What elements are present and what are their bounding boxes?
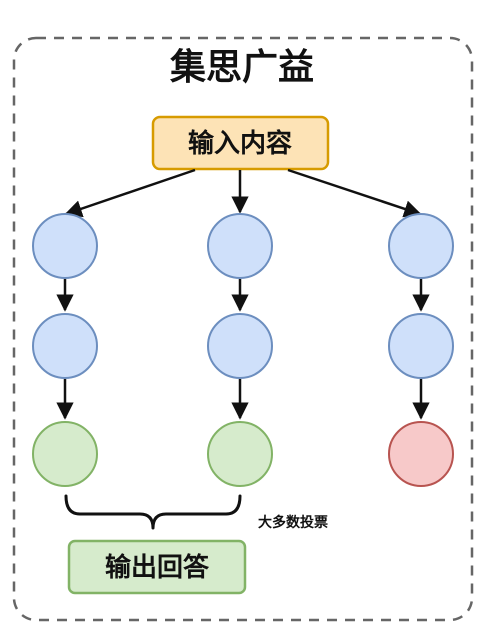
chain-1-node-1 [32,213,98,279]
arrow-input-to-chain-1 [64,168,196,218]
chain-3-node-1 [388,213,454,279]
chain-3-node-3 [388,421,454,487]
input-box [151,115,330,171]
arrow-input-to-chain-3 [287,168,422,218]
majority-vote-label: 大多数投票 [258,514,328,531]
output-box [67,539,247,595]
chain-2-node-1 [207,213,273,279]
diagram-title: 集思广益 [169,47,314,88]
outer-frame [12,36,474,622]
chain-1-node-3 [32,421,98,487]
chain-2-node-2 [207,313,273,379]
majority-brace [64,494,242,530]
chain-1-node-2 [32,313,98,379]
chain-3-node-2 [388,313,454,379]
input-box-label: 输入内容 [188,128,292,159]
chain-2-node-3 [207,421,273,487]
output-box-label: 输出回答 [105,552,210,583]
